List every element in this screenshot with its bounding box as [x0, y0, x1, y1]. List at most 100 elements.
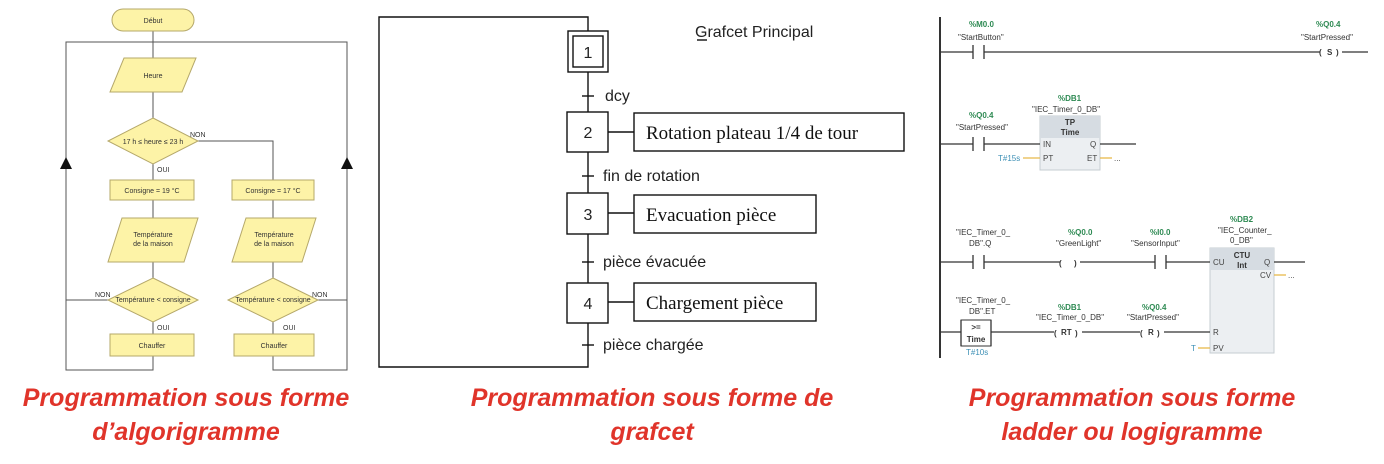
no-label: NON — [190, 132, 206, 139]
contact-name: DB".Q — [969, 239, 991, 248]
block-pin: PV — [1213, 344, 1224, 353]
coil-name: "StartPressed" — [1301, 33, 1353, 42]
block-pin: Q — [1090, 140, 1096, 149]
block-title: TP — [1065, 118, 1076, 127]
coil-symbol: RT — [1061, 328, 1072, 337]
step-box — [566, 192, 609, 235]
caption-ladder: Programmation sous forme ladder ou logig… — [930, 381, 1334, 449]
grafcet-title: Grafcet Principal — [695, 24, 813, 41]
contact-name: "StartPressed" — [956, 123, 1008, 132]
block-type: Int — [1237, 261, 1247, 270]
action-box — [633, 194, 817, 234]
coil-paren: ) — [1075, 329, 1078, 338]
block-pin: IN — [1043, 140, 1051, 149]
decision-time-label: 17 h ≤ heure ≤ 23 h — [123, 139, 184, 146]
block-pin: PT — [1043, 154, 1053, 163]
action-label: Rotation plateau 1/4 de tour — [646, 123, 859, 144]
caption-grafcet: Programmation sous forme de grafcet — [432, 381, 872, 449]
caption-line: ladder ou logigramme — [1001, 418, 1263, 446]
transition-label: pièce évacuée — [603, 254, 706, 271]
coil-symbol: S — [1327, 48, 1333, 57]
yes-label: OUI — [157, 325, 170, 332]
temp-left-line2: de la maison — [133, 241, 173, 248]
counter-block-header — [1210, 248, 1274, 270]
coil-paren: ( — [1140, 329, 1143, 338]
input-temp-left — [107, 217, 199, 263]
fc-loop-left — [65, 41, 154, 371]
transition-label: pièce chargée — [603, 337, 704, 354]
heat-right-box — [233, 333, 315, 357]
action-box — [633, 282, 817, 322]
contact-name: "StartButton" — [958, 33, 1004, 42]
coil-name: "StartPressed" — [1127, 313, 1179, 322]
yes-label: OUI — [283, 325, 296, 332]
param-value: T — [1191, 344, 1196, 353]
contact-address: %Q0.4 — [969, 111, 994, 120]
decision-temp-right — [226, 277, 320, 323]
caption-line: Programmation sous forme — [22, 384, 350, 412]
no-label: NON — [95, 292, 111, 299]
contact-name: DB".ET — [969, 307, 996, 316]
contact-address: %I0.0 — [1150, 228, 1171, 237]
temp-left-line1: Température — [133, 232, 172, 239]
block-db-name: "IEC_Timer_0_DB" — [1032, 105, 1100, 114]
arrow-up-icon — [341, 157, 353, 169]
coil-paren: ) — [1336, 48, 1339, 57]
flowchart: Début Heure 17 h ≤ heure ≤ 23 h OUI NON … — [60, 8, 353, 371]
transition-label: fin de rotation — [603, 168, 700, 185]
fc-line — [198, 140, 274, 180]
contact-name: "IEC_Timer_0_ — [956, 228, 1011, 237]
decision-temp-right-label: Température < consigne — [235, 297, 310, 304]
block-type: Time — [1061, 128, 1080, 137]
block-pin: Q — [1264, 258, 1270, 267]
grafcet: Grafcet Principal dcy fin de rotation pi… — [378, 16, 905, 368]
block-pin: R — [1213, 328, 1219, 337]
step-number: 2 — [584, 125, 593, 142]
contact-name: "IEC_Timer_0_ — [956, 296, 1011, 305]
coil-name: "IEC_Timer_0_DB" — [1036, 313, 1104, 322]
ladder: %M0.0 "StartButton" %Q0.4 "StartPressed"… — [939, 17, 1368, 358]
decision-temp-left — [106, 277, 200, 323]
step-box — [566, 282, 609, 324]
coil-address: %Q0.4 — [1316, 20, 1341, 29]
start-terminal — [111, 8, 195, 32]
block-db-name: "IEC_Counter_ — [1218, 226, 1272, 235]
setpoint-right-box — [231, 179, 315, 201]
coil-address: %Q0.4 — [1142, 303, 1167, 312]
grafcet-loop — [378, 16, 589, 368]
heat-right-label: Chauffer — [261, 343, 288, 350]
arrow-up-icon — [60, 157, 72, 169]
setpoint-left-box — [109, 179, 195, 201]
transition-label: dcy — [605, 88, 630, 105]
coil-paren: ) — [1157, 329, 1160, 338]
action-box — [633, 112, 905, 152]
heat-left-box — [109, 333, 195, 357]
decision-time — [106, 117, 200, 165]
compare-value: T#10s — [966, 348, 988, 357]
decision-temp-left-label: Température < consigne — [115, 297, 190, 304]
setpoint-right-label: Consigne = 17 °C — [245, 187, 300, 195]
compare-operator: >= — [971, 323, 981, 332]
compare-type: Time — [967, 335, 986, 344]
start-label: Début — [144, 18, 163, 25]
param-value: ... — [1114, 154, 1121, 163]
contact-address: %M0.0 — [969, 20, 994, 29]
coil-paren: ( — [1059, 259, 1062, 268]
temp-right-line1: Température — [254, 232, 293, 239]
heat-left-label: Chauffer — [139, 343, 166, 350]
step-number: 3 — [584, 207, 593, 224]
caption-line: Programmation sous forme — [968, 384, 1296, 412]
coil-name: "GreenLight" — [1056, 239, 1101, 248]
action-label: Chargement pièce — [646, 293, 783, 314]
input-time-label: Heure — [143, 73, 162, 80]
yes-label: OUI — [157, 167, 170, 174]
block-db-name: 0_DB" — [1230, 236, 1253, 245]
no-label: NON — [312, 292, 328, 299]
coil-address: %DB1 — [1058, 303, 1082, 312]
caption-line: d’algorigramme — [92, 418, 280, 446]
setpoint-left-label: Consigne = 19 °C — [124, 187, 179, 195]
input-time — [109, 57, 197, 93]
step-number: 1 — [584, 45, 593, 62]
initial-step-inner — [572, 35, 604, 68]
